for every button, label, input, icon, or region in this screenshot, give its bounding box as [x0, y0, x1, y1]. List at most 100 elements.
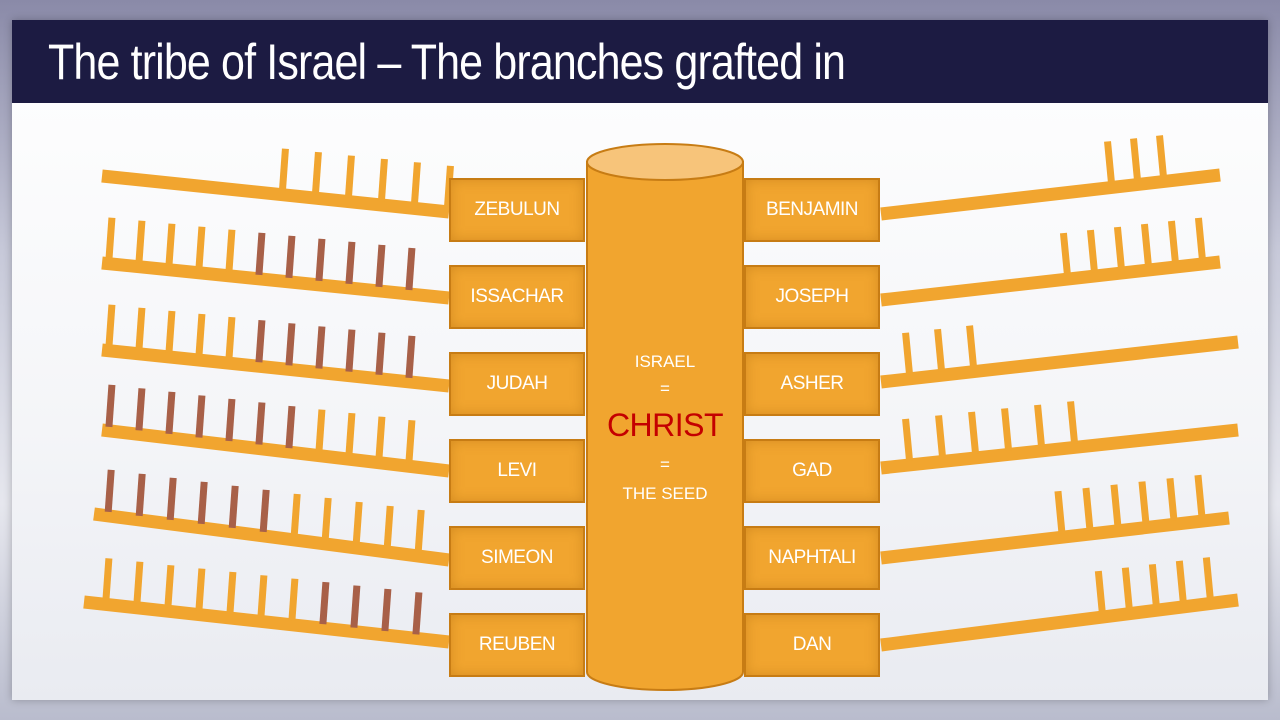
twig — [226, 571, 237, 615]
cut-twig — [104, 469, 115, 513]
twig — [1110, 484, 1122, 528]
twig — [935, 415, 947, 458]
tribe-box-asher: ASHER — [744, 352, 880, 416]
cut-twig — [228, 485, 239, 529]
cut-twig — [255, 232, 266, 276]
twig — [1148, 563, 1160, 607]
center-equals-2: = — [660, 455, 670, 474]
cut-twig — [381, 588, 392, 632]
cut-twig — [285, 235, 296, 279]
right-branch — [880, 593, 1239, 652]
cut-twig — [345, 241, 356, 285]
twig — [902, 332, 914, 376]
twig — [105, 304, 116, 347]
cut-twig — [255, 402, 266, 445]
twig — [1086, 229, 1098, 273]
cut-twig — [375, 244, 386, 288]
twig — [105, 217, 116, 260]
left-branch — [93, 507, 450, 567]
twig — [102, 558, 113, 601]
twig — [344, 155, 355, 198]
twig — [165, 223, 176, 267]
left-branch — [101, 423, 450, 478]
twig — [195, 568, 206, 611]
center-equals-1: = — [660, 379, 670, 398]
cut-twig — [345, 329, 356, 372]
twig — [1175, 560, 1187, 604]
twig — [414, 509, 425, 553]
tribe-box-simeon: SIMEON — [449, 526, 585, 590]
twig — [1166, 477, 1178, 521]
twig — [345, 412, 356, 456]
twig — [1082, 487, 1094, 531]
tribe-box-naphtali: NAPHTALI — [744, 526, 880, 590]
twig — [1094, 570, 1106, 614]
twig — [1167, 220, 1179, 264]
right-branch — [880, 168, 1221, 221]
cut-twig — [197, 481, 208, 525]
tribe-box-issachar: ISSACHAR — [449, 265, 585, 329]
twig — [1156, 135, 1168, 178]
slide-title: The tribe of Israel – The branches graft… — [48, 33, 846, 90]
twig — [902, 418, 914, 462]
tribe-box-reuben: REUBEN — [449, 613, 585, 677]
cut-twig — [255, 320, 266, 363]
twig — [968, 411, 980, 455]
center-christ-label: CHRIST — [606, 407, 724, 443]
twig — [225, 229, 236, 273]
twig — [278, 148, 289, 191]
twig — [375, 416, 386, 459]
tribe-box-benjamin: BENJAMIN — [744, 178, 880, 242]
twig — [1138, 481, 1150, 524]
left-branch — [101, 169, 450, 219]
cut-twig — [135, 473, 146, 517]
right-branch — [880, 255, 1221, 307]
twig — [1194, 474, 1206, 518]
tribe-box-levi: LEVI — [449, 439, 585, 503]
twig — [321, 497, 332, 541]
tribe-box-judah: JUDAH — [449, 352, 585, 416]
cut-twig — [285, 323, 296, 366]
tribe-box-dan: DAN — [744, 613, 880, 677]
twig — [383, 505, 394, 549]
trunk-cylinder — [586, 143, 744, 691]
twig — [195, 226, 206, 270]
twig — [1104, 141, 1116, 184]
twig — [1130, 138, 1142, 181]
twig — [135, 220, 146, 263]
cut-twig — [165, 391, 176, 435]
cut-twig — [405, 247, 416, 291]
cut-twig — [105, 384, 116, 428]
cut-twig — [405, 335, 416, 379]
twig — [164, 564, 175, 608]
twig — [1067, 401, 1079, 444]
cut-twig — [315, 238, 326, 282]
center-seed-label: THE SEED — [622, 484, 708, 503]
cut-twig — [259, 489, 270, 533]
left-branch — [101, 343, 450, 393]
cut-twig — [412, 592, 423, 635]
twig — [1059, 232, 1071, 276]
twig — [1121, 567, 1133, 611]
cut-twig — [166, 477, 177, 521]
left-branch — [83, 595, 450, 649]
twig — [315, 409, 326, 452]
twig — [1034, 404, 1046, 448]
tribe-box-gad: GAD — [744, 439, 880, 503]
twig — [165, 310, 176, 354]
tribe-box-zebulun: ZEBULUN — [449, 178, 585, 242]
twig — [195, 313, 206, 357]
cut-twig — [375, 332, 386, 375]
twig — [934, 328, 946, 372]
twig — [1001, 408, 1013, 451]
twig — [410, 162, 421, 205]
twig — [133, 561, 144, 605]
twig — [1140, 223, 1152, 267]
title-bar: The tribe of Israel – The branches graft… — [12, 20, 1268, 103]
twig — [352, 501, 363, 545]
cut-twig — [195, 395, 206, 438]
twig — [1113, 226, 1125, 270]
twig — [288, 578, 299, 622]
twig — [311, 151, 322, 195]
twig — [1194, 217, 1206, 261]
